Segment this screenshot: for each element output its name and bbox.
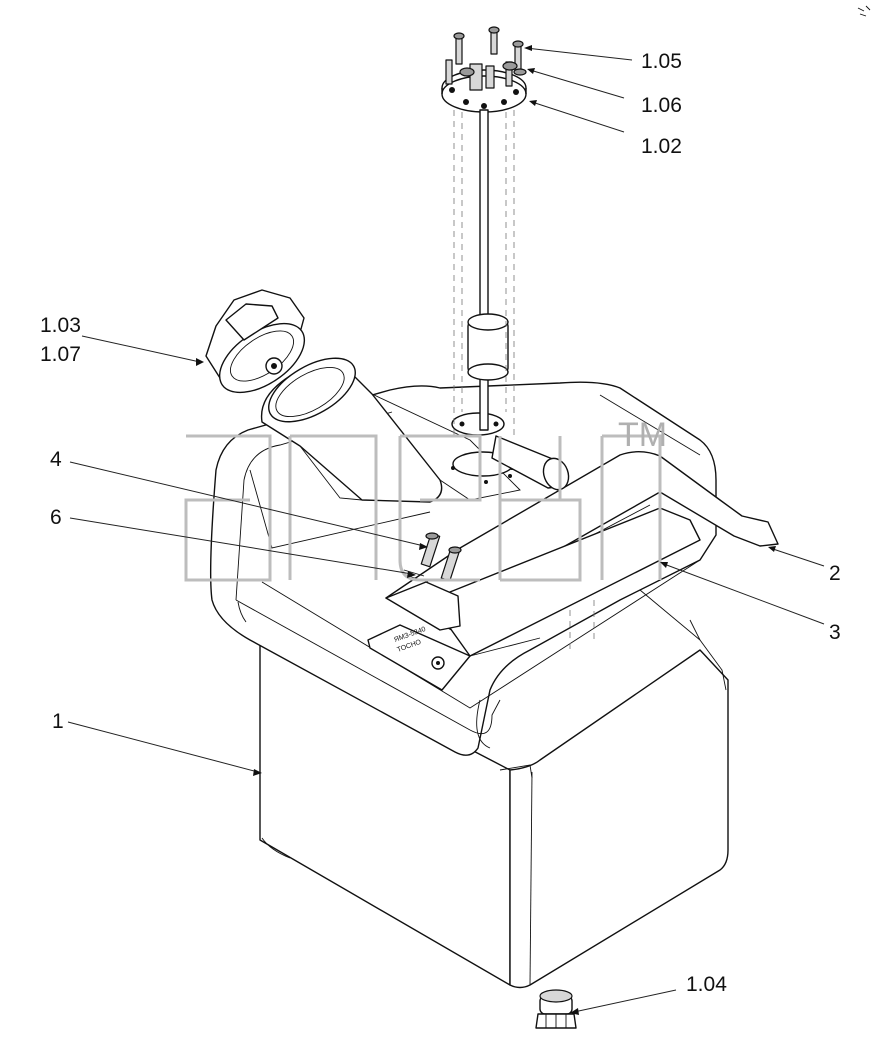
watermark-logo: TM	[184, 416, 667, 582]
corner-mark	[857, 5, 871, 17]
label-2: 2	[829, 562, 841, 585]
bracket-and-bolts	[385, 532, 462, 631]
strap-and-plate: ЯМЗ-5340 ТОСНО	[367, 451, 779, 691]
label-1-04: 1.04	[686, 973, 727, 996]
fuel-level-sender	[441, 26, 595, 650]
label-1-03: 1.03	[40, 314, 81, 337]
callout-labels: 1.05 1.06 1.02 1.03 1.07 4 6 2 3 1 1.04	[40, 50, 841, 996]
drain-plug	[535, 989, 577, 1029]
label-1: 1	[52, 710, 64, 733]
filler-cap	[205, 289, 306, 394]
label-6: 6	[50, 506, 62, 529]
label-1-05: 1.05	[641, 50, 682, 73]
leader-lines	[67, 45, 825, 1015]
label-1-07: 1.07	[40, 343, 81, 366]
trademark-symbol: TM	[618, 416, 667, 454]
label-1-02: 1.02	[641, 135, 682, 158]
label-1-06: 1.06	[641, 94, 682, 117]
label-3: 3	[829, 621, 841, 644]
label-4: 4	[50, 448, 62, 471]
